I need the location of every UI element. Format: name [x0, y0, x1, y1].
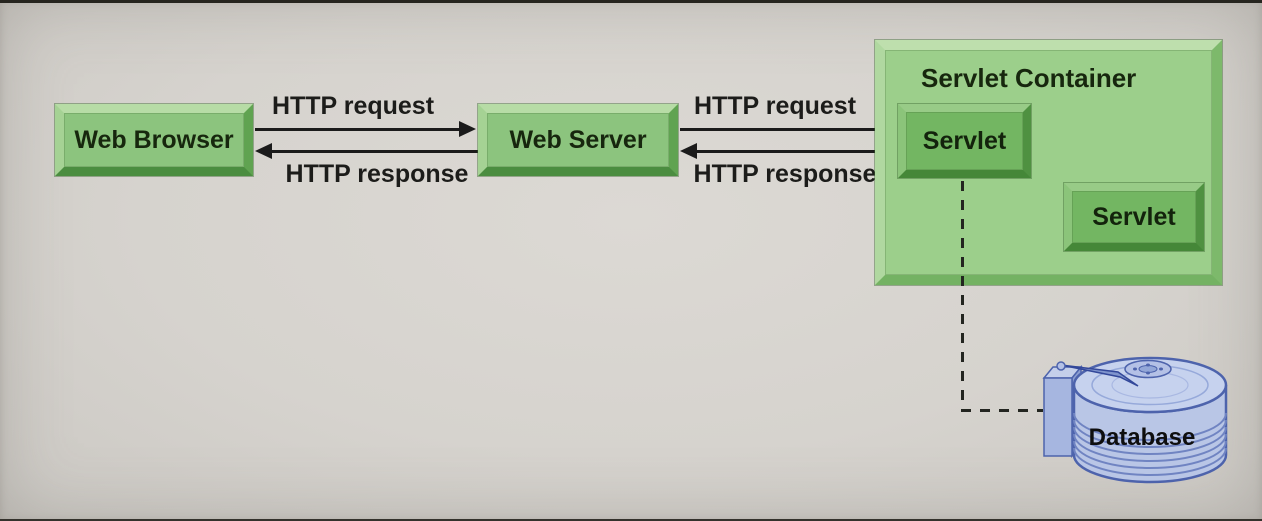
http-request-arrow-1 [255, 128, 459, 131]
http-response-label-1: HTTP response [285, 160, 469, 188]
http-request-label-2: HTTP request [693, 92, 857, 120]
database-label: Database [1089, 424, 1196, 451]
top-border-line [0, 0, 1262, 3]
web-server-node: Web Server [478, 104, 678, 176]
http-response-arrow-2 [697, 150, 898, 153]
db-connector-horizontal [961, 409, 1043, 412]
servlet-container-node: Servlet Container Servlet Servlet [875, 40, 1222, 285]
arrowhead-left-icon [255, 143, 272, 159]
arrowhead-left-icon [680, 143, 697, 159]
web-browser-label: Web Browser [74, 125, 234, 154]
db-connector-vertical [961, 181, 964, 411]
servlet-container-label: Servlet Container [921, 63, 1137, 93]
servlet-label-2: Servlet [1092, 202, 1176, 231]
web-server-label: Web Server [509, 125, 647, 154]
http-response-arrow-1 [272, 150, 478, 153]
arrowhead-right-icon [459, 121, 476, 137]
servlet-node-1: Servlet [898, 104, 1031, 178]
http-request-label-1: HTTP request [271, 92, 435, 120]
http-response-label-2: HTTP response [693, 160, 877, 188]
servlet-node-2: Servlet [1064, 183, 1204, 251]
database-disk-icon: Database [1042, 356, 1228, 484]
bottom-border-line [0, 519, 1262, 521]
http-request-arrow-2 [680, 128, 881, 131]
web-browser-node: Web Browser [55, 104, 253, 176]
servlet-label-1: Servlet [922, 126, 1007, 155]
